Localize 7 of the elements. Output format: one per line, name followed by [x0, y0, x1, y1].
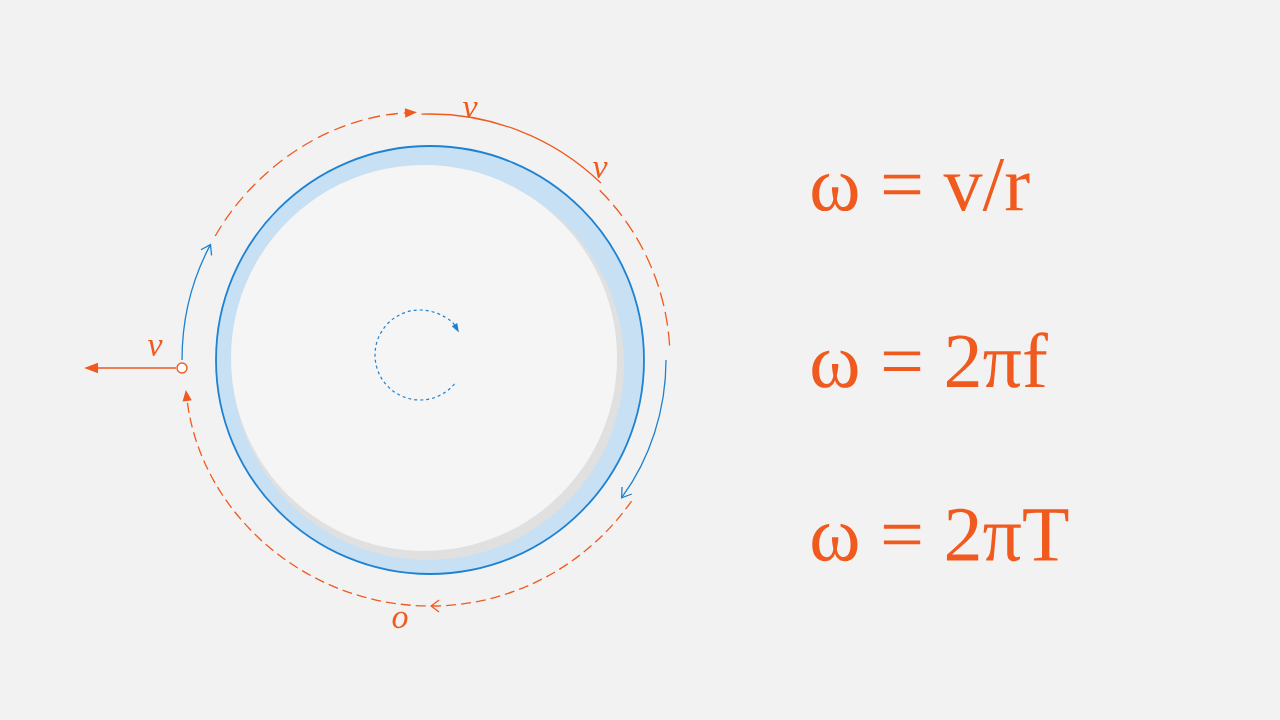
formula: ω = v/r: [812, 158, 1030, 212]
variable-label: o: [392, 611, 408, 629]
formula: ω = 2πT: [812, 508, 1069, 562]
variable-label: v: [147, 340, 163, 356]
variable-label: v: [592, 162, 608, 178]
formula: ω = 2πf: [812, 332, 1048, 388]
variable-label: v: [462, 102, 478, 118]
